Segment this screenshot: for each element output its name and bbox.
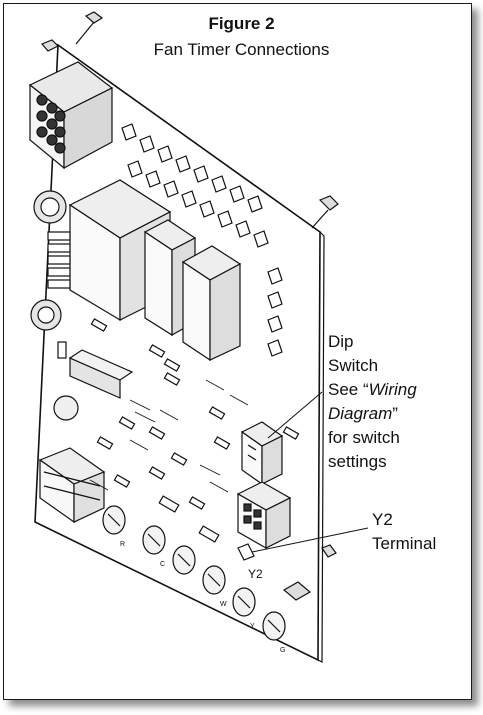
standoff-top-right [311,195,339,229]
y2-pin-label: Y2 [248,567,263,581]
y2-connector [236,481,292,550]
dip-switch-callout: Dip Switch See “Wiring Diagram” for swit… [328,330,417,474]
dip-line-3: See “Wiring [328,380,417,399]
y2-line-1: Y2 [372,510,393,529]
traces [89,379,249,493]
standoff-left [40,39,60,52]
terminal-label-r: R [120,541,125,548]
resistors [57,318,300,543]
standoff-top-left [75,11,104,45]
indicator-stack [47,231,71,289]
terminal-block-left [38,447,106,524]
screw-terminals [102,505,286,641]
side-terminals [267,267,283,357]
dip-switch [240,421,284,486]
y2-line-2: Terminal [372,534,437,553]
relay-2 [181,245,242,362]
y2-spade [237,543,255,561]
figure-title: Figure 2 [208,14,275,33]
ic-chip [68,349,134,399]
terminal-label-c: C [160,561,165,568]
spade-terminals [121,123,269,248]
terminal-label-w: W [220,601,227,608]
dip-line-5: for switch [328,428,400,447]
terminal-label-g: G [280,647,285,654]
dip-line-1: Dip [328,332,354,351]
nine-pin-connector [28,61,114,170]
figure-subtitle: Fan Timer Connections [153,40,330,59]
dip-line-6: settings [328,452,387,471]
terminal-label-y: Y [250,623,255,630]
dip-line-4: Diagram” [328,404,398,423]
capacitor-3 [53,395,79,421]
dip-switch-pointer [267,391,323,439]
standoff-bottom-right [282,544,337,601]
y2-terminal-callout: Y2 Terminal [372,508,436,556]
y2-pointer [251,527,369,553]
dip-line-2: Switch [328,356,379,375]
